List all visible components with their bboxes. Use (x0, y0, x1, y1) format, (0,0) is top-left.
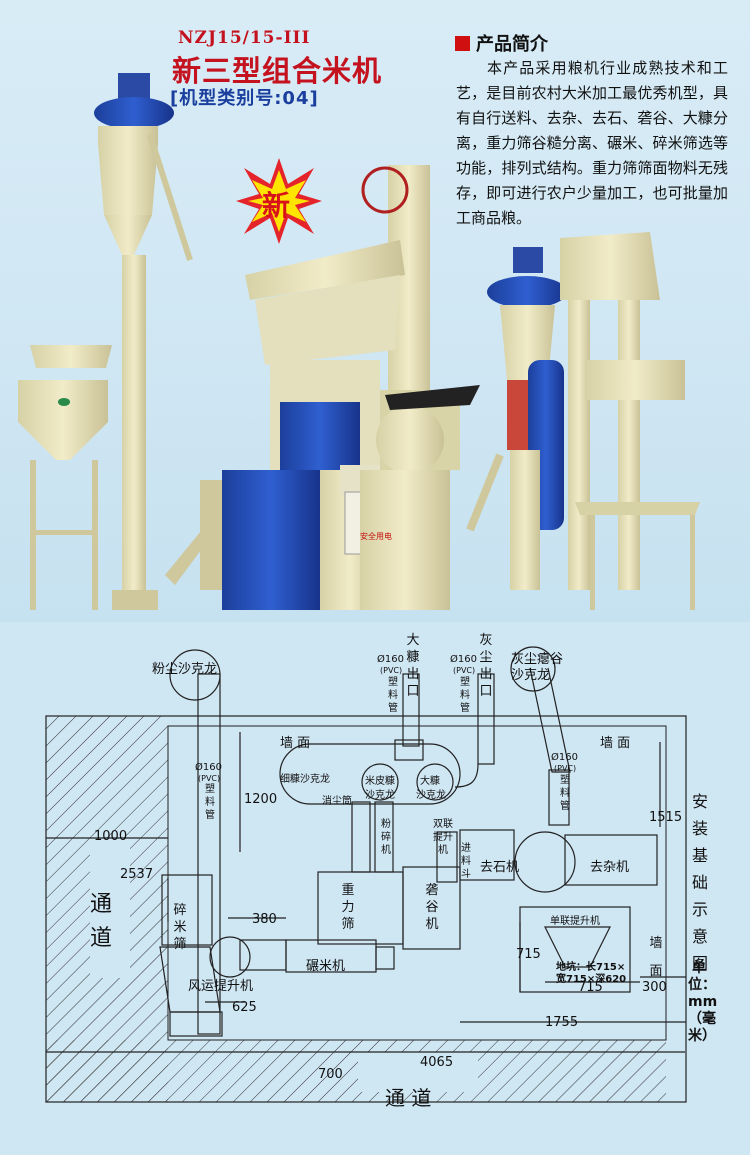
dim-700: 700 (318, 1067, 343, 1082)
right-elevator (560, 232, 700, 610)
label-pipe-2: 塑料管 (460, 677, 470, 714)
label-wall-top: 墙 面 (280, 736, 311, 751)
label-polisher: 碾米机 (306, 959, 346, 974)
label-crusher: 粉碎机 (381, 819, 391, 856)
label-broken-sieve: 碎米筛 (173, 903, 187, 952)
label-wall-side: 墙面 (649, 936, 663, 979)
diagram-unit: 单位：mm（毫米） (688, 960, 718, 1044)
new-starburst-icon (236, 158, 322, 244)
label-bran-cyclone-1: 大糠 (420, 776, 440, 787)
machine-illustration (18, 73, 700, 610)
label-pipe-dia-1: Ø160 (377, 654, 404, 665)
dim-1200: 1200 (244, 792, 278, 807)
label-pipe-dia-4: Ø160 (551, 752, 578, 763)
model-code: NZJ15/15-III (178, 28, 311, 48)
intro-text: 本产品采用粮机行业成熟技术和工艺，是目前农村大米加工最优秀机型，具有自行送料、去… (456, 59, 728, 227)
label-pipe-3: 塑料管 (205, 784, 215, 821)
dim-380: 380 (252, 912, 277, 927)
red-square-icon (455, 36, 470, 51)
wall-bottom-hatch (46, 1040, 666, 1102)
new-badge-text: 新 (262, 189, 291, 222)
label-ash-cyclone-2: 沙克龙 (511, 668, 551, 683)
label-pit-1: 地坑：长715× (556, 962, 626, 973)
dim-715a: 715 (516, 947, 541, 962)
label-pipe-1: 塑料管 (388, 677, 398, 714)
intro-heading: 产品简介 (455, 30, 548, 56)
label-bran-cyclone-2: 沙克龙 (416, 790, 446, 801)
dim-4065: 4065 (420, 1055, 454, 1070)
label-husk-cyclone-1: 米皮糠 (365, 776, 395, 787)
label-pit-2: 宽715×深620 (556, 974, 627, 985)
label-ash-cyclone-1: 灰尘瘪谷 (511, 652, 564, 667)
label-pvc-3: (PVC) (198, 774, 221, 783)
label-cleaner: 去杂机 (590, 860, 630, 875)
model-title: 新三型组合米机 (172, 54, 383, 88)
label-wall-right: 墙 面 (600, 736, 631, 751)
model-category: [机型类别号:04] (170, 88, 319, 109)
label-fine-bran-cyclone: 细糠沙克龙 (280, 774, 330, 785)
dim-1000: 1000 (94, 829, 128, 844)
central-mill (165, 165, 480, 610)
label-pvc-2: (PVC) (453, 666, 476, 675)
right-cyclone (466, 247, 567, 590)
dim-300: 300 (642, 980, 667, 995)
label-pipe-dia-2: Ø160 (450, 654, 477, 665)
label-dual-elevator: 双联提升机 (433, 819, 453, 856)
dim-1515: 1515 (649, 810, 683, 825)
label-gravity-sieve: 重力筛 (341, 883, 355, 932)
diagram-title: 安装基础示意图 (691, 792, 708, 973)
label-dust-tube: 消尘筒 (322, 796, 352, 807)
label-destoner: 去石机 (480, 860, 520, 875)
label-bran-outlet: 大糠出口 (406, 633, 420, 699)
label-dust-outlet: 灰尘出口 (479, 633, 493, 699)
intro-heading-text: 产品简介 (476, 34, 548, 55)
label-pvc-4: (PVC) (554, 764, 577, 773)
label-pvc-1: (PVC) (380, 666, 403, 675)
label-huller: 砻谷机 (425, 883, 439, 932)
label-single-elevator: 单联提升机 (550, 916, 600, 927)
label-pipe-dia-3: Ø160 (195, 762, 222, 773)
dim-625: 625 (232, 1000, 257, 1015)
label-fendust-cyclone: 粉尘沙克龙 (152, 662, 218, 677)
installation-diagram (45, 646, 687, 1103)
control-label: 安全用电 (360, 532, 392, 541)
label-pipe-4: 塑料管 (560, 775, 570, 812)
dim-715b: 715 (578, 980, 603, 995)
label-feed: 进料斗 (461, 843, 471, 880)
dim-2537: 2537 (120, 867, 154, 882)
left-hopper (18, 345, 112, 610)
label-blower-elevator: 风运提升机 (188, 979, 254, 994)
label-aisle-bottom: 通 道 (385, 1086, 432, 1110)
dust-cyclone-left (94, 73, 193, 610)
label-husk-cyclone-2: 沙克龙 (365, 790, 395, 801)
label-aisle-left: 通道 (89, 892, 112, 951)
dim-1755: 1755 (545, 1015, 579, 1030)
